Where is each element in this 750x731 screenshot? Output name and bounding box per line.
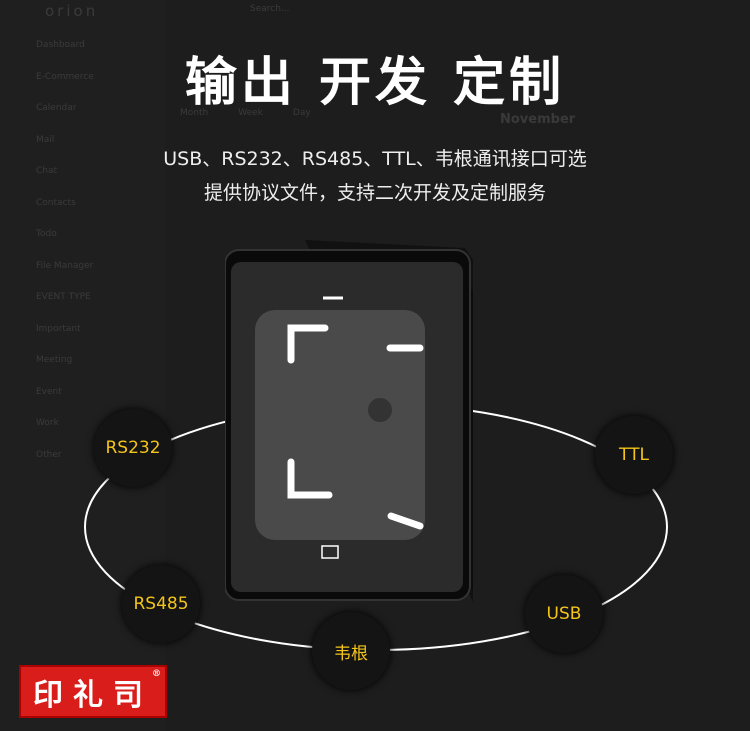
brand-name: 印礼司: [33, 677, 153, 713]
background-tab: Week: [238, 108, 263, 118]
headline: 输出 开发 定制: [184, 53, 566, 113]
registered-mark: ®: [152, 669, 161, 679]
background-search: Search...: [250, 4, 290, 14]
interface-badge-ttl: TTL: [595, 416, 673, 494]
interface-badge-rs485: RS485: [122, 565, 200, 643]
background-sidebar-item: Event: [36, 386, 62, 397]
background-sidebar-item: Contacts: [36, 197, 76, 208]
background-sidebar-item: Work: [36, 418, 59, 428]
brand-logo: 印礼司 ®: [19, 665, 167, 718]
background-sidebar-item: Todo: [36, 229, 57, 239]
scanner-device-image: [225, 240, 473, 602]
subtitle-line-2: 提供协议文件，支持二次开发及定制服务: [203, 182, 546, 204]
background-sidebar-item: Important: [36, 323, 81, 334]
background-month: November: [500, 112, 576, 127]
background-sidebar-item: Mail: [36, 134, 55, 145]
background-sidebar-item: Other: [36, 449, 62, 460]
interface-badge-wiegand: 韦根: [312, 612, 390, 690]
background-sidebar-item: E-Commerce: [36, 71, 94, 82]
background-tab: Month: [180, 108, 209, 118]
background-sidebar-item: Meeting: [36, 355, 73, 365]
background-sidebar-item: File Manager: [36, 260, 94, 271]
background-tab: Day: [292, 108, 311, 118]
background-sidebar-item: EVENT TYPE: [36, 292, 91, 302]
background-sidebar-item: Dashboard: [36, 40, 85, 50]
background-sidebar-item: Chat: [36, 166, 58, 176]
background-sidebar-item: Calendar: [36, 103, 77, 113]
interface-badge-rs232: RS232: [94, 409, 172, 487]
background-logo: orion: [45, 2, 99, 20]
background-tabs: Month Week Day: [180, 108, 311, 118]
interface-badge-usb: USB: [525, 575, 603, 653]
subtitle-line-1: USB、RS232、RS485、TTL、韦根通讯接口可选: [163, 148, 587, 170]
